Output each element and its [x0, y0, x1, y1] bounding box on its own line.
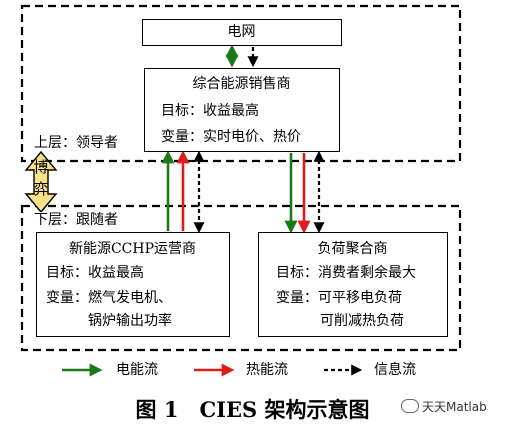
retailer-objective: 目标：收益最高	[161, 103, 259, 119]
game-label-line1: 博	[33, 158, 49, 176]
aggregator-objective: 目标：消费者剩余最大	[276, 265, 416, 281]
operator-objective: 目标：收益最高	[46, 265, 144, 281]
watermark: 天天Matlab	[401, 398, 487, 415]
operator-variables-line2: 锅炉输出功率	[88, 313, 172, 329]
operator-variables-line1: 变量：燃气发电机、	[46, 290, 172, 306]
retailer-title: 综合能源销售商	[192, 76, 291, 92]
legend-info-label: 信息流	[374, 362, 416, 378]
wechat-icon	[401, 399, 419, 413]
watermark-text: 天天Matlab	[422, 400, 487, 414]
operator-title: 新能源CCHP运营商	[68, 241, 197, 257]
lower-layer-region	[20, 204, 462, 352]
grid-box: 电网	[142, 19, 342, 46]
game-label: 博 弈	[27, 152, 55, 208]
retailer-box: 综合能源销售商 目标：收益最高 变量：实时电价、热价	[144, 68, 340, 152]
aggregator-variables-line2: 可削减热负荷	[320, 313, 404, 329]
grid-title: 电网	[227, 24, 256, 40]
legend-heat-label: 热能流	[246, 362, 288, 378]
aggregator-box: 负荷聚合商 目标：消费者剩余最大 变量：可平移电负荷 可削减热负荷	[258, 232, 448, 337]
retailer-variables: 变量：实时电价、热价	[161, 129, 301, 145]
legend-electric-label: 电能流	[116, 362, 158, 378]
operator-box: 新能源CCHP运营商 目标：收益最高 变量：燃气发电机、 锅炉输出功率	[36, 232, 230, 337]
aggregator-title: 负荷聚合商	[317, 241, 388, 257]
upper-layer-region	[20, 4, 462, 163]
aggregator-variables-line1: 变量：可平移电负荷	[276, 290, 402, 306]
game-label-line2: 弈	[33, 180, 49, 198]
upper-layer-label: 上层：领导者	[32, 135, 120, 151]
lower-layer-label: 下层：跟随者	[32, 212, 120, 228]
figure-caption: 图 1 CIES 架构示意图	[135, 397, 370, 422]
